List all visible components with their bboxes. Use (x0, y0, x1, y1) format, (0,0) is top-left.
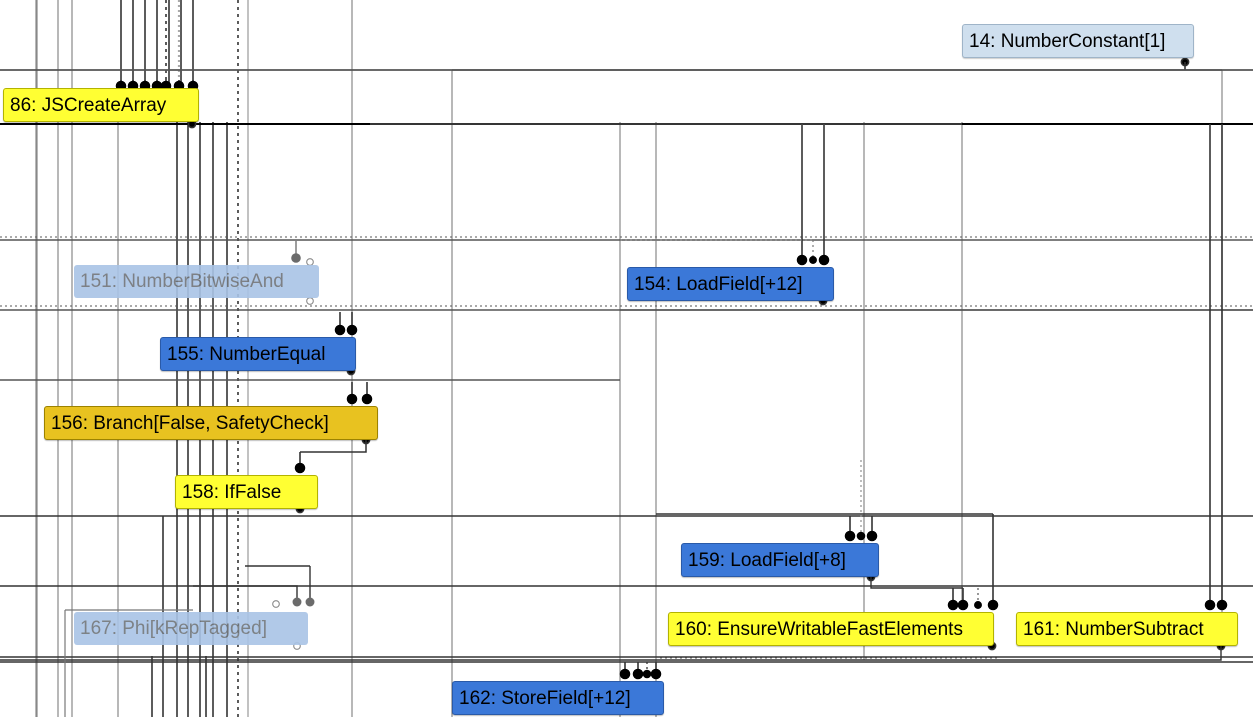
graph-node-156[interactable]: 156: Branch[False, SafetyCheck] (44, 406, 378, 440)
graph-node-label: 155: NumberEqual (167, 343, 326, 365)
graph-node-label: 154: LoadField[+12] (634, 273, 803, 295)
graph-node-167[interactable]: 167: Phi[kRepTagged] (74, 612, 308, 645)
graph-node-label: 167: Phi[kRepTagged] (80, 618, 267, 639)
graph-node-label: 14: NumberConstant[1] (969, 30, 1166, 52)
graph-node-86[interactable]: 86: JSCreateArray (3, 88, 199, 122)
graph-node-151[interactable]: 151: NumberBitwiseAnd (74, 265, 319, 298)
graph-node-160[interactable]: 160: EnsureWritableFastElements (668, 612, 994, 646)
graph-node-label: 162: StoreField[+12] (459, 687, 631, 709)
graph-node-162[interactable]: 162: StoreField[+12] (452, 681, 664, 715)
graph-node-158[interactable]: 158: IfFalse (175, 475, 318, 509)
graph-node-14[interactable]: 14: NumberConstant[1] (962, 24, 1194, 58)
graph-node-label: 160: EnsureWritableFastElements (675, 618, 963, 640)
graph-node-154[interactable]: 154: LoadField[+12] (627, 267, 834, 301)
graph-node-155[interactable]: 155: NumberEqual (160, 337, 356, 371)
graph-node-label: 156: Branch[False, SafetyCheck] (51, 412, 329, 434)
graph-node-161[interactable]: 161: NumberSubtract (1016, 612, 1238, 646)
graph-node-label: 158: IfFalse (182, 481, 282, 503)
graph-node-label: 151: NumberBitwiseAnd (80, 271, 284, 292)
graph-node-label: 86: JSCreateArray (10, 94, 167, 116)
graph-node-label: 161: NumberSubtract (1023, 618, 1204, 640)
graph-node-159[interactable]: 159: LoadField[+8] (681, 543, 879, 577)
graph-node-label: 159: LoadField[+8] (688, 549, 846, 571)
